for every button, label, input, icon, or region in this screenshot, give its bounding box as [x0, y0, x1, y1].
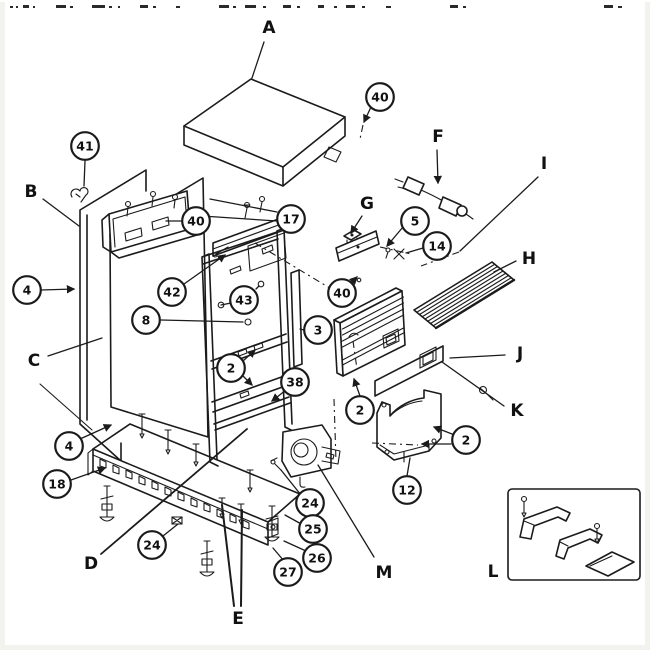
kit-bracket-2 [555, 528, 603, 560]
base-mount-screws [138, 413, 254, 493]
hardware-kit-box [507, 488, 641, 581]
side-rail [335, 230, 405, 262]
base-assembly [87, 423, 301, 546]
callout-24-left: 24 [137, 530, 167, 560]
part-label-b: B [25, 182, 38, 202]
callout-12: 12 [392, 475, 422, 505]
part-label-k: K [510, 401, 524, 421]
callout-18: 18 [42, 469, 72, 499]
svg-text:41: 41 [76, 139, 93, 154]
control-cutout [382, 328, 400, 349]
leg-front-right [264, 505, 280, 542]
condenser-grille [413, 261, 516, 330]
front-door-panel [333, 277, 406, 377]
number-callouts: 41 40 40 17 42 43 8 2 38 3 5 14 40 2 2 1… [12, 82, 481, 587]
leg-nut [171, 516, 183, 525]
callout-41: 41 [70, 131, 100, 161]
bracket-screws [124, 190, 179, 217]
callout-2-door: 2 [345, 395, 375, 425]
top-panel [183, 78, 346, 187]
callout-4-lower: 4 [54, 431, 84, 461]
part-label-m: M [376, 563, 393, 583]
svg-text:27: 27 [279, 565, 296, 580]
callout-38: 38 [280, 367, 310, 397]
svg-text:2: 2 [356, 403, 365, 418]
part-label-e: E [232, 609, 244, 629]
callout-42: 42 [157, 277, 187, 307]
svg-text:12: 12 [398, 483, 415, 498]
svg-text:26: 26 [308, 551, 326, 566]
svg-text:40: 40 [333, 286, 351, 301]
svg-text:2: 2 [462, 433, 471, 448]
callout-14: 14 [422, 231, 452, 261]
svg-text:4: 4 [65, 439, 74, 454]
leader-lines [40, 41, 539, 607]
svg-text:2: 2 [227, 361, 236, 376]
svg-text:24: 24 [301, 496, 319, 511]
part-label-j: J [516, 344, 523, 364]
power-cord [394, 176, 474, 220]
kit-screw-1 [520, 495, 528, 518]
svg-text:40: 40 [371, 90, 389, 105]
kit-bracket-1 [519, 506, 571, 540]
callout-27: 27 [273, 557, 303, 587]
svg-text:25: 25 [304, 522, 321, 537]
callout-24-right: 24 [295, 488, 325, 518]
svg-text:8: 8 [142, 313, 151, 328]
callout-17: 17 [276, 204, 306, 234]
hinge-pin-42 [215, 246, 229, 255]
part-label-h: H [522, 249, 536, 269]
callout-3: 3 [303, 315, 333, 345]
callout-2-frame: 2 [216, 353, 246, 383]
callout-40-top: 40 [365, 82, 395, 112]
kit-plate [585, 551, 635, 577]
callout-5: 5 [400, 206, 430, 236]
svg-text:4: 4 [23, 283, 32, 298]
kit-screw-2 [593, 522, 601, 544]
back-panel [39, 169, 147, 462]
callout-4-upper: 4 [12, 275, 42, 305]
leg-front-center [199, 540, 215, 577]
svg-text:40: 40 [187, 214, 205, 229]
callout-8: 8 [131, 305, 161, 335]
leg-rear-left [99, 485, 115, 522]
callout-40-hinge-bracket: 40 [181, 206, 211, 236]
callout-40-door: 40 [327, 278, 357, 308]
svg-text:5: 5 [411, 214, 420, 229]
part-label-i: I [541, 154, 547, 174]
part-label-a: A [262, 18, 276, 38]
svg-text:24: 24 [143, 538, 161, 553]
callout-26: 26 [302, 543, 332, 573]
svg-text:38: 38 [286, 375, 303, 390]
part-label-d: D [84, 554, 98, 574]
svg-text:17: 17 [282, 212, 299, 227]
svg-text:43: 43 [235, 293, 252, 308]
svg-text:3: 3 [314, 323, 323, 338]
svg-text:14: 14 [428, 239, 446, 254]
grommet-8 [244, 318, 252, 326]
callout-2-compressor-bracket: 2 [451, 425, 481, 455]
part-label-c: C [28, 351, 40, 371]
svg-text:42: 42 [163, 285, 180, 300]
screw-43b [257, 280, 265, 288]
callout-25: 25 [298, 514, 328, 544]
part-label-l: L [488, 562, 499, 582]
fan-mount-plate [281, 424, 341, 488]
part-label-f: F [432, 127, 444, 147]
letter-labels: A B C D E F G H I J K L M [25, 18, 548, 629]
cropped-text-remnants [10, 5, 622, 8]
trim-strip [374, 345, 444, 397]
part-label-g: G [360, 194, 374, 214]
compressor-cradle [376, 389, 442, 463]
center-frame [201, 227, 294, 467]
svg-text:18: 18 [48, 477, 65, 492]
callout-43: 43 [229, 285, 259, 315]
breaker-strip [290, 269, 303, 368]
screw-14 [393, 248, 405, 260]
clip-41 [70, 187, 89, 203]
